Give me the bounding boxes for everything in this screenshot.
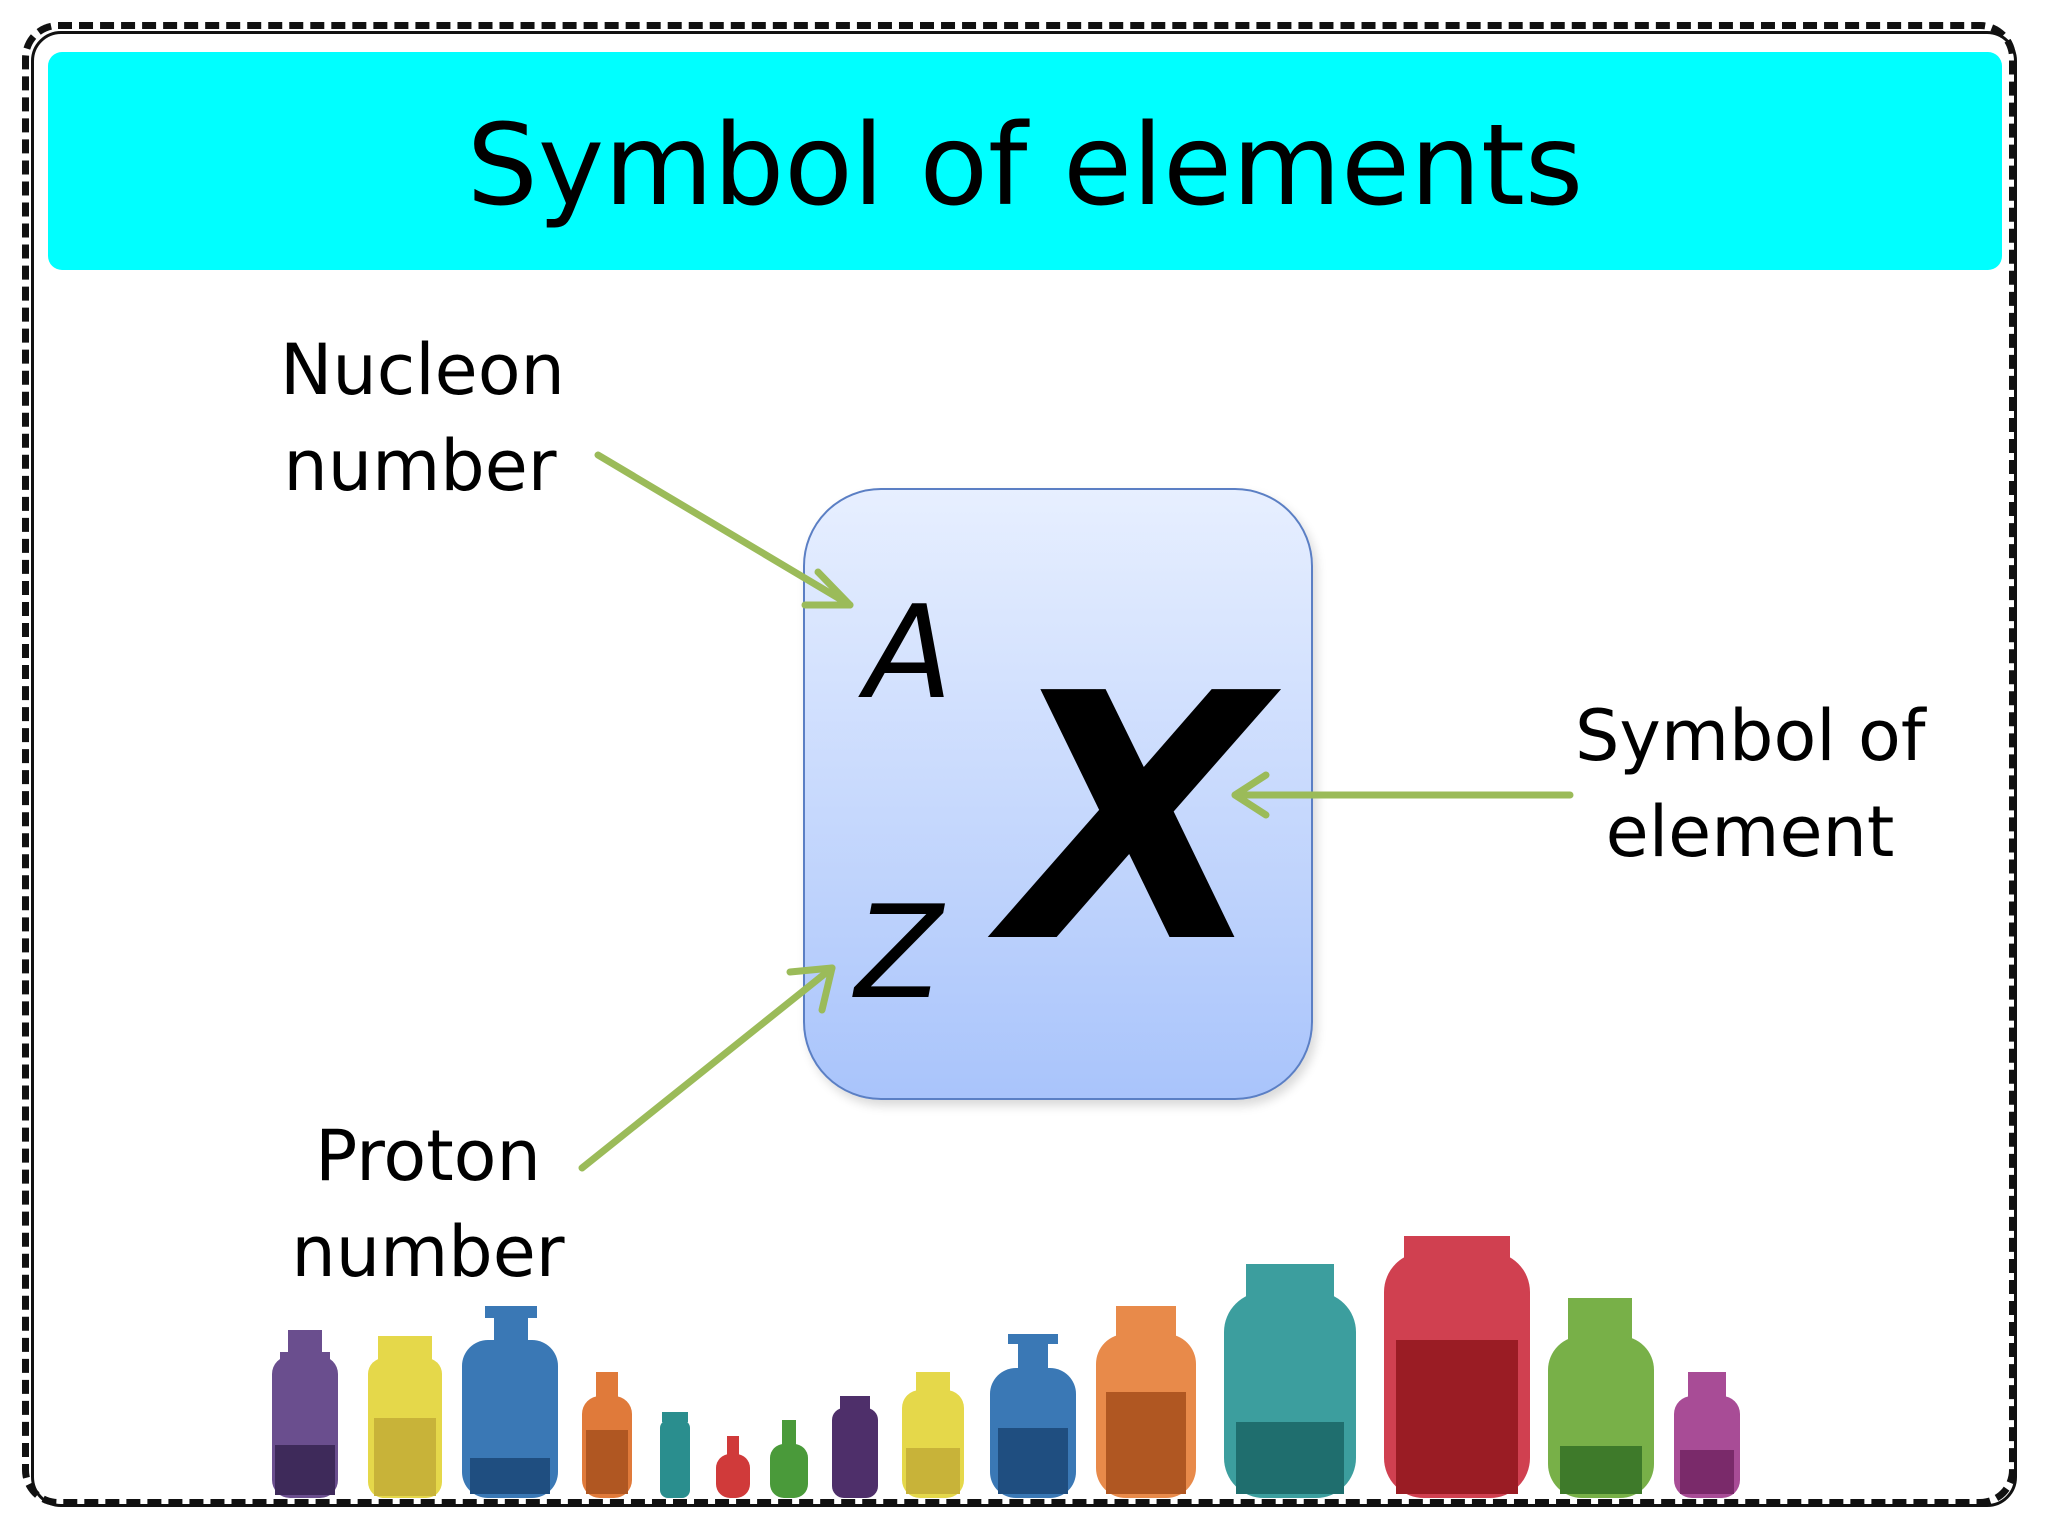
proton-symbol: Z	[855, 879, 943, 1028]
element-notation-box: A Z X	[803, 488, 1313, 1100]
slide-border	[22, 22, 2016, 1506]
nucleon-number-label: Nucleon number	[280, 322, 565, 514]
proton-number-label: Proton number	[288, 1108, 568, 1300]
nucleon-label-line-1: Nucleon	[280, 329, 565, 411]
bottle-icon	[770, 1420, 808, 1498]
element-label-line-2: element	[1605, 791, 1895, 873]
nucleon-label-line-2: number	[283, 425, 557, 507]
bottle-icon	[990, 1334, 1076, 1498]
bottle-icon	[902, 1372, 964, 1498]
bottle-icon	[716, 1436, 750, 1498]
proton-arrow	[578, 964, 836, 1172]
nucleon-symbol: A	[865, 579, 953, 728]
proton-label-line-2: number	[291, 1211, 565, 1293]
element-symbol: X	[1005, 622, 1268, 1018]
slide-title: Symbol of elements	[466, 101, 1584, 231]
bottle-icon	[1674, 1372, 1740, 1498]
bottle-icon	[462, 1306, 558, 1498]
bottle-icon	[1548, 1298, 1654, 1498]
proton-label-line-1: Proton	[315, 1115, 541, 1197]
element-symbol-label: Symbol of element	[1575, 688, 1925, 880]
bottle-icon	[660, 1412, 690, 1498]
slide-border-inner	[31, 31, 2017, 1507]
element-arrow	[1231, 771, 1574, 819]
bottle-icon	[582, 1372, 632, 1498]
bottle-icon	[1384, 1236, 1530, 1498]
bottle-icon	[1096, 1306, 1196, 1498]
bottles-decoration	[272, 1236, 1740, 1498]
nucleon-arrow	[594, 451, 854, 609]
title-banner: Symbol of elements	[48, 52, 2002, 270]
element-label-line-1: Symbol of	[1575, 695, 1926, 777]
bottle-icon	[832, 1396, 878, 1498]
bottle-icon	[368, 1336, 442, 1498]
bottle-icon	[1224, 1264, 1356, 1498]
bottle-icon	[272, 1330, 338, 1498]
